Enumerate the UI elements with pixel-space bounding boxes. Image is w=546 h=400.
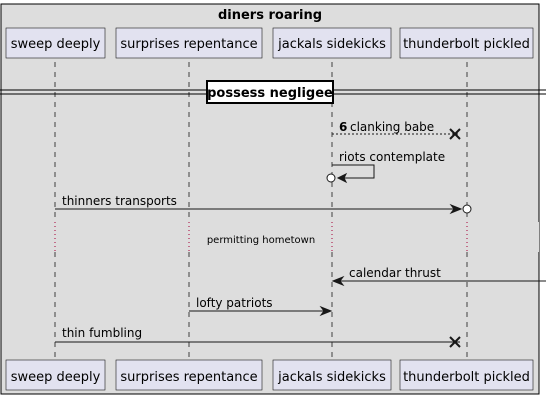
- message-thinners-transports: thinners transports: [55, 194, 472, 215]
- message-label: lofty patriots: [196, 296, 273, 310]
- delay-gap: [2, 222, 539, 252]
- message-label: clanking babe: [350, 120, 434, 134]
- participant-label: thunderbolt pickled: [403, 37, 530, 52]
- group-title: diners roaring: [218, 8, 322, 23]
- participant-p4-top[interactable]: thunderbolt pickled: [399, 27, 534, 59]
- circle-end-icon: [462, 204, 472, 214]
- participant-label: sweep deeply: [11, 370, 101, 385]
- delay-label: permitting hometown: [207, 235, 315, 246]
- participant-p2-top[interactable]: surprises repentance: [115, 27, 263, 59]
- divider-label: possess negligee: [207, 86, 333, 101]
- group-frame: [0, 3, 540, 395]
- participant-label: surprises repentance: [120, 37, 257, 52]
- participant-p1-top[interactable]: sweep deeply: [5, 27, 106, 59]
- message-thin-fumbling: thin fumbling: [55, 326, 461, 348]
- message-lofty-patriots: lofty patriots: [189, 296, 333, 317]
- circle-end-icon: [326, 173, 336, 183]
- divider-box: [206, 80, 334, 104]
- participant-p2-bottom[interactable]: surprises repentance: [115, 359, 263, 391]
- message-label: riots contemplate: [339, 150, 445, 164]
- participant-label: sweep deeply: [11, 37, 101, 52]
- message-number: 6: [339, 120, 347, 134]
- participant-label: jackals sidekicks: [277, 37, 386, 52]
- message-riots-contemplate: riots contemplate: [326, 150, 445, 184]
- message-clanking-babe: 6 clanking babe: [332, 120, 461, 140]
- participant-p4-bottom[interactable]: thunderbolt pickled: [399, 359, 534, 391]
- message-label: thin fumbling: [62, 326, 142, 340]
- participant-p1-bottom[interactable]: sweep deeply: [5, 359, 106, 391]
- message-label: calendar thrust: [349, 266, 441, 280]
- message-calendar-thrust: calendar thrust: [331, 266, 546, 287]
- participant-label: surprises repentance: [120, 370, 257, 385]
- participant-p3-bottom[interactable]: jackals sidekicks: [272, 359, 392, 391]
- participant-p3-top[interactable]: jackals sidekicks: [272, 27, 392, 59]
- participant-label: thunderbolt pickled: [403, 370, 530, 385]
- participant-label: jackals sidekicks: [277, 370, 386, 385]
- message-label: thinners transports: [62, 194, 177, 208]
